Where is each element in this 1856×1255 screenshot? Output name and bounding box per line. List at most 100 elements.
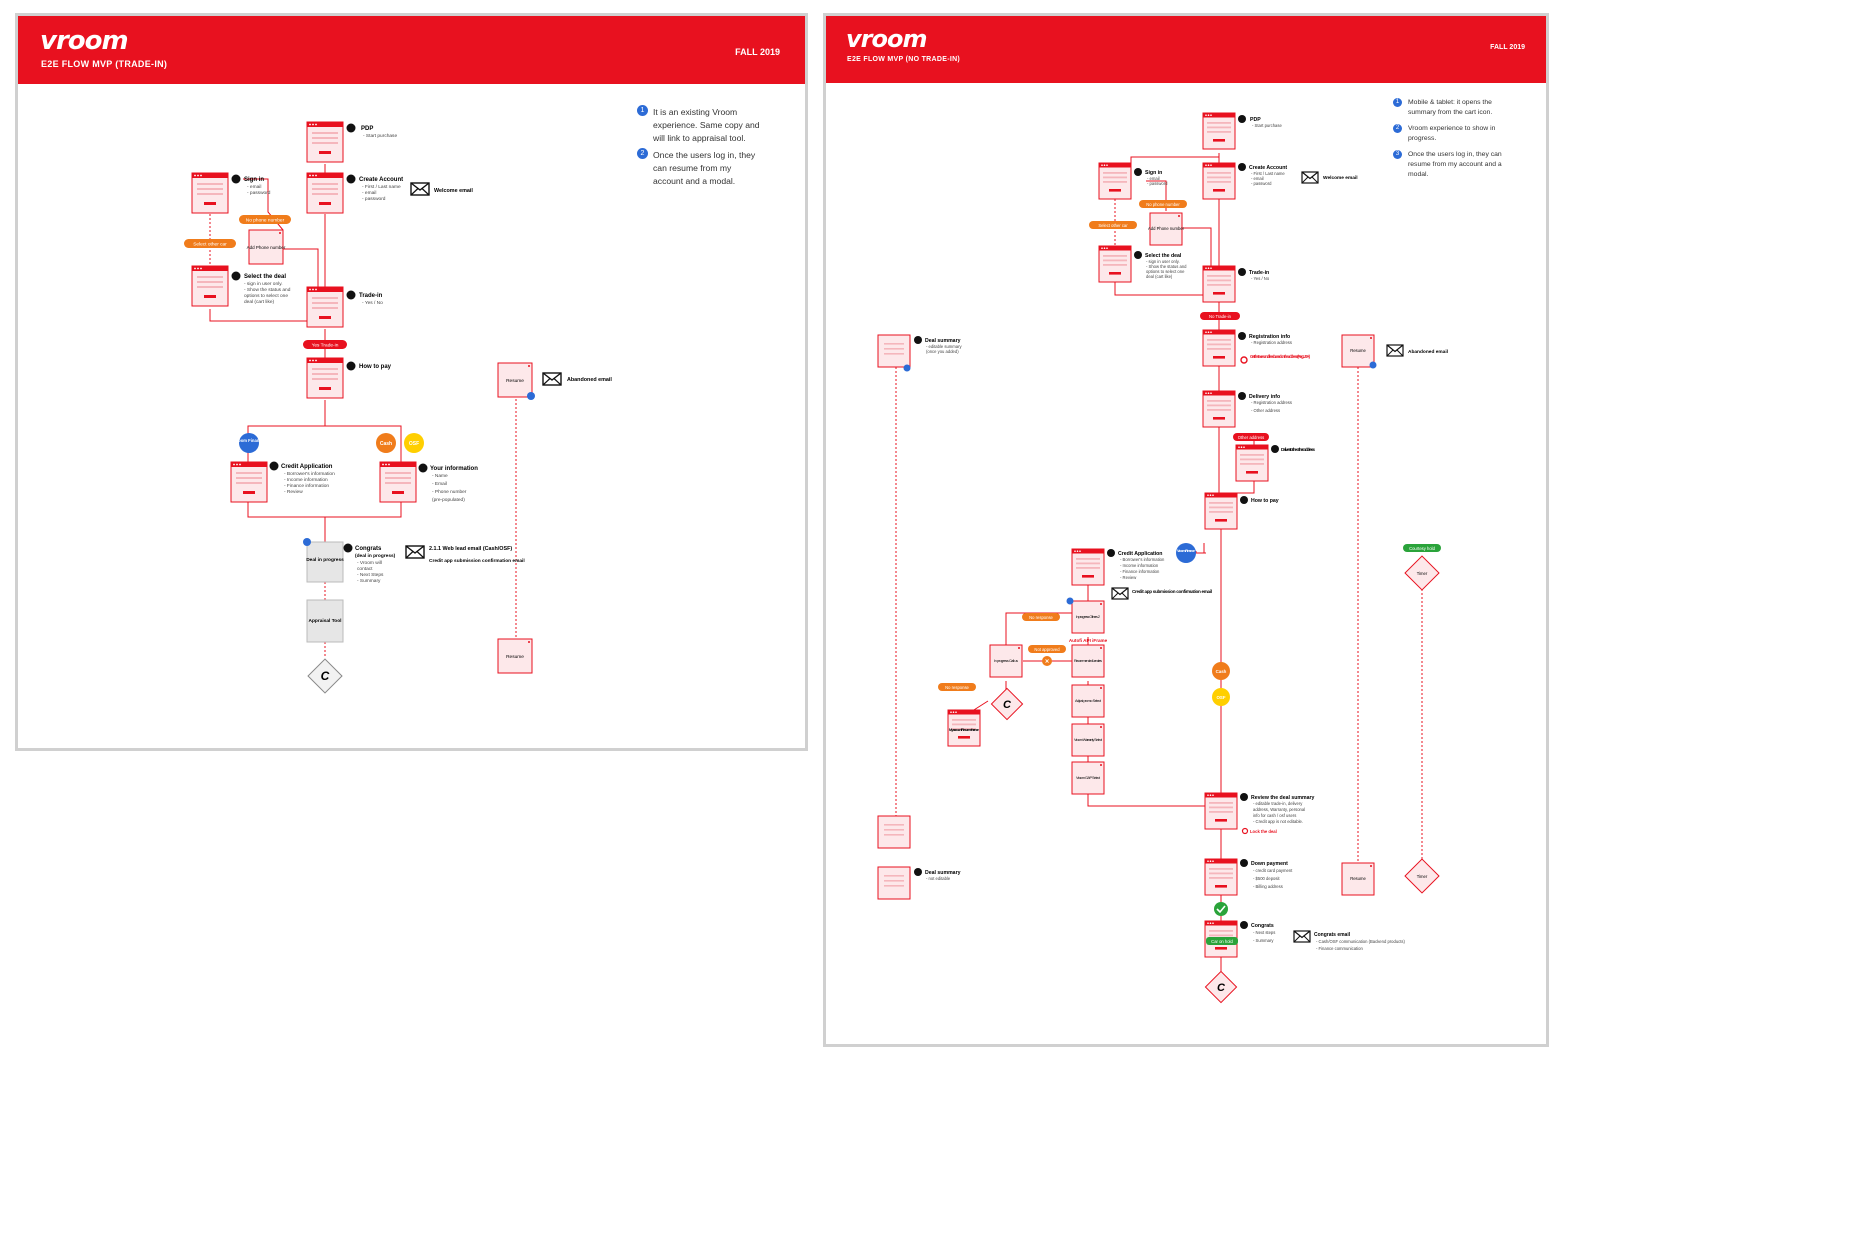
create-account-screen [1202,162,1236,200]
registration-warning: Get the taxes and fees based on the addr… [1250,354,1311,359]
appraisal-tool-screen [306,599,344,643]
select-deal-screen [191,265,229,307]
credit-application-detail: - Finance information [1120,569,1160,574]
board-subtitle: E2E FLOW MVP (TRADE-IN) [41,59,168,69]
sign-in-detail: - email [1147,176,1160,181]
note-text: Once the users log in, they can resume f… [653,150,756,186]
congrats-detail: - Summary [357,578,381,584]
down-payment-detail: - $500 deposit [1253,876,1280,881]
select-other-car-label: Select other car [193,242,227,248]
vroom-finance-badge [1176,543,1196,563]
deal-summary-title: Deal summary [925,338,961,344]
your-information-screen [379,461,417,503]
phone-icon: C [321,669,330,683]
pdp-title: PDP [361,126,373,132]
how-to-pay-title: How to pay [359,364,392,370]
other-address-label: Other address [1238,435,1265,440]
gear-icon [1240,356,1248,364]
congrats-detail: - Next Steps [357,572,384,578]
gear-icon [1241,827,1249,835]
approved-check-icon [1214,902,1228,916]
board-season: FALL 2019 [1490,44,1525,51]
review-summary-detail: - Credit app is not editable. [1253,819,1303,824]
note-text: It is an existing Vroom experience. Same… [653,107,760,143]
deal-summary-locked-detail: - not editable [926,876,951,881]
add-phone-label: Add Phone number [247,245,286,250]
deal-summary-detail: - editable summary [926,344,963,349]
email-envelope-icon [1293,930,1311,943]
credit-app-email-label: Credit app submission confirmation email [1132,589,1212,594]
cash-badge [1212,662,1230,680]
courtesy-hold-label: Courtesy hold [1409,546,1436,551]
congrats-email-detail: - Cash/OSF communication (Backend produc… [1316,939,1406,944]
create-account-title: Create Account [359,177,403,183]
down-payment-detail: - Billing address [1253,884,1283,889]
step-number-badge [914,868,922,876]
osf-label: OSF [1216,695,1225,700]
flow-diagram: PDP - Start purchase Create Account - Fi… [184,121,612,694]
vroom-finance-label: Vroom Finance [234,438,265,443]
note-marker-icon [1066,597,1074,605]
step-number-badge [1238,115,1246,123]
create-account-detail: - First / Last name [362,184,401,190]
trade-in-title: Trade-in [1249,270,1269,276]
congrats-detail: - Vroom will [357,560,382,566]
credit-application-detail: - Finance information [284,483,329,489]
no-response-label: No response [945,685,969,690]
car-on-hold-label: Car on hold [1211,939,1233,944]
select-other-car-pill [184,239,236,248]
email-envelope-icon [410,182,430,196]
congrats-title: Congrats [355,546,382,552]
step-number-badge [1238,332,1246,340]
select-deal-detail: options to select one [244,293,288,299]
no-phone-pill [1139,200,1187,208]
note-number: 2 [1393,124,1402,133]
no-trade-in-label: No Trade-in [1209,314,1232,319]
cash-badge [376,433,396,453]
credit-application-screen [230,461,268,503]
not-approved-label: Not approved [1034,647,1060,652]
in-progress-others-label: In progress Others 2 [1076,615,1100,619]
in-progress-call-label: In progress Call us [994,659,1018,663]
congrats-title: Congrats [1251,923,1274,929]
trade-in-title: Trade-in [359,293,383,299]
recommended-lenders-label: Recommended Lenders [1074,659,1102,663]
pdp-screen [1202,112,1236,150]
lock-deal-label: Lock the deal [1250,829,1277,834]
note-marker-icon [527,392,535,400]
board-season: FALL 2019 [735,47,780,57]
board-header: vroom E2E FLOW MVP (NO TRADE-IN) FALL 20… [826,16,1546,83]
delivery-info-detail: - Registration address [1251,400,1292,405]
how-to-pay-title: How to pay [1251,498,1279,504]
note-marker-icon [303,538,311,546]
registration-info-title: Registration info [1249,334,1290,340]
appraisal-tool-label: Appraisal Tool [309,618,342,624]
step-number-badge [346,174,356,184]
resume-label: Resume [1350,348,1366,353]
review-summary-detail: - editable trade-in, delivery [1253,801,1303,806]
select-deal-detail: deal (cart like) [1146,274,1173,279]
credit-application-detail: - Borrower's information [284,471,335,477]
step-number-badge [914,336,922,344]
sign-in-title: Sign in [1145,170,1162,176]
resume-label: Resume [506,378,524,384]
email-envelope-icon [405,545,425,559]
down-payment-title: Down payment [1251,861,1288,867]
call-diamond [1204,970,1238,1004]
select-deal-detail: - Show the status and [244,287,291,293]
your-information-detail: (pre-populated) [432,497,465,503]
note-number: 1 [637,105,648,116]
step-number-badge [346,361,356,371]
credit-application-screen [1071,548,1105,586]
congrats-email-label: Congrats email [1314,932,1351,938]
delivery-info-detail: - Other address [1251,408,1280,413]
select-deal-detail: - Show the status and [1146,264,1187,269]
step-number-badge [346,290,356,300]
vroom-logo: vroom [846,25,927,53]
no-response-label: No response [1029,615,1053,620]
step-number-badge [1240,859,1248,867]
select-deal-detail: options to select one [1146,269,1185,274]
review-summary-detail: info for cash / osf users [1253,813,1296,818]
welcome-email-label: Welcome email [1323,175,1358,181]
select-other-car-label: Select other car [1098,223,1128,228]
